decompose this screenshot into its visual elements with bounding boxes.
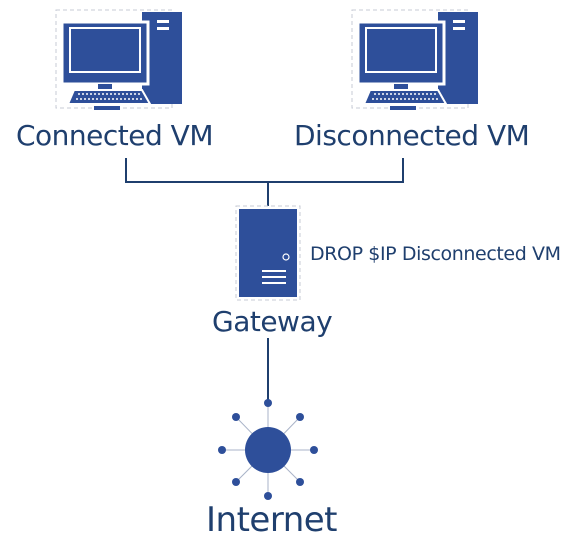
gateway-label: Gateway: [212, 305, 333, 338]
disconnected-vm-label: Disconnected VM: [294, 119, 530, 152]
connection-lines: [125, 158, 404, 400]
gateway-server-icon: [235, 205, 301, 301]
connected-vm-label: Connected VM: [16, 119, 214, 152]
connected-vm-computer-icon: [55, 9, 184, 112]
gateway-rule-label: DROP $IP Disconnected VM: [310, 243, 561, 265]
internet-network-hub-icon: [218, 399, 318, 500]
internet-label: Internet: [206, 500, 338, 540]
disconnected-vm-computer-icon: [351, 9, 480, 112]
